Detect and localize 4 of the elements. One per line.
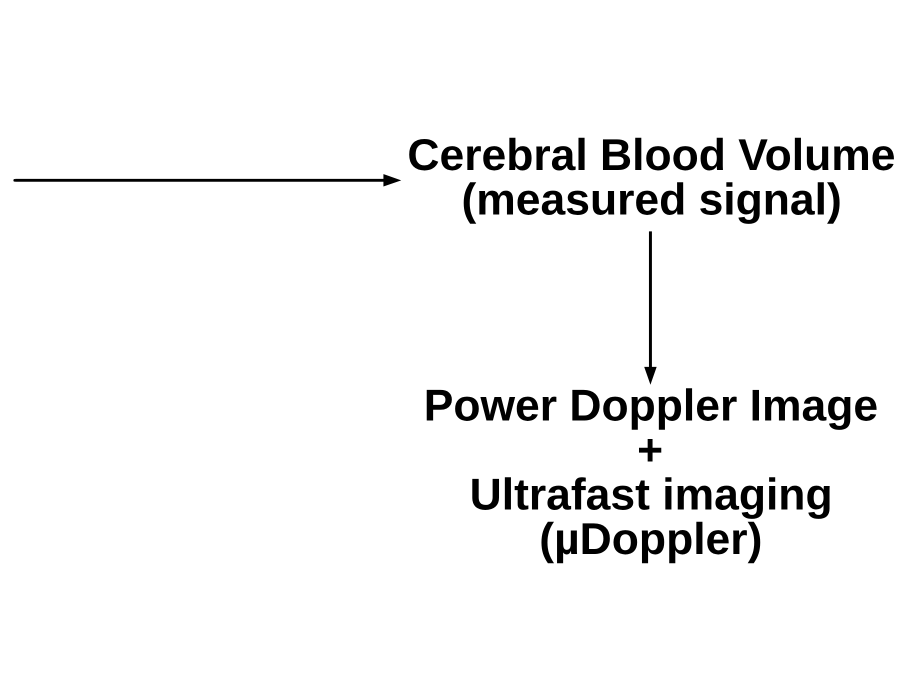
arrow xyxy=(15,174,402,186)
arrow xyxy=(644,230,657,384)
node-text: Cerebral Blood Volume (measured signal) xyxy=(407,130,896,224)
node-text: Power Doppler Image + Ultrafast imaging (µDoppler) xyxy=(424,380,878,564)
